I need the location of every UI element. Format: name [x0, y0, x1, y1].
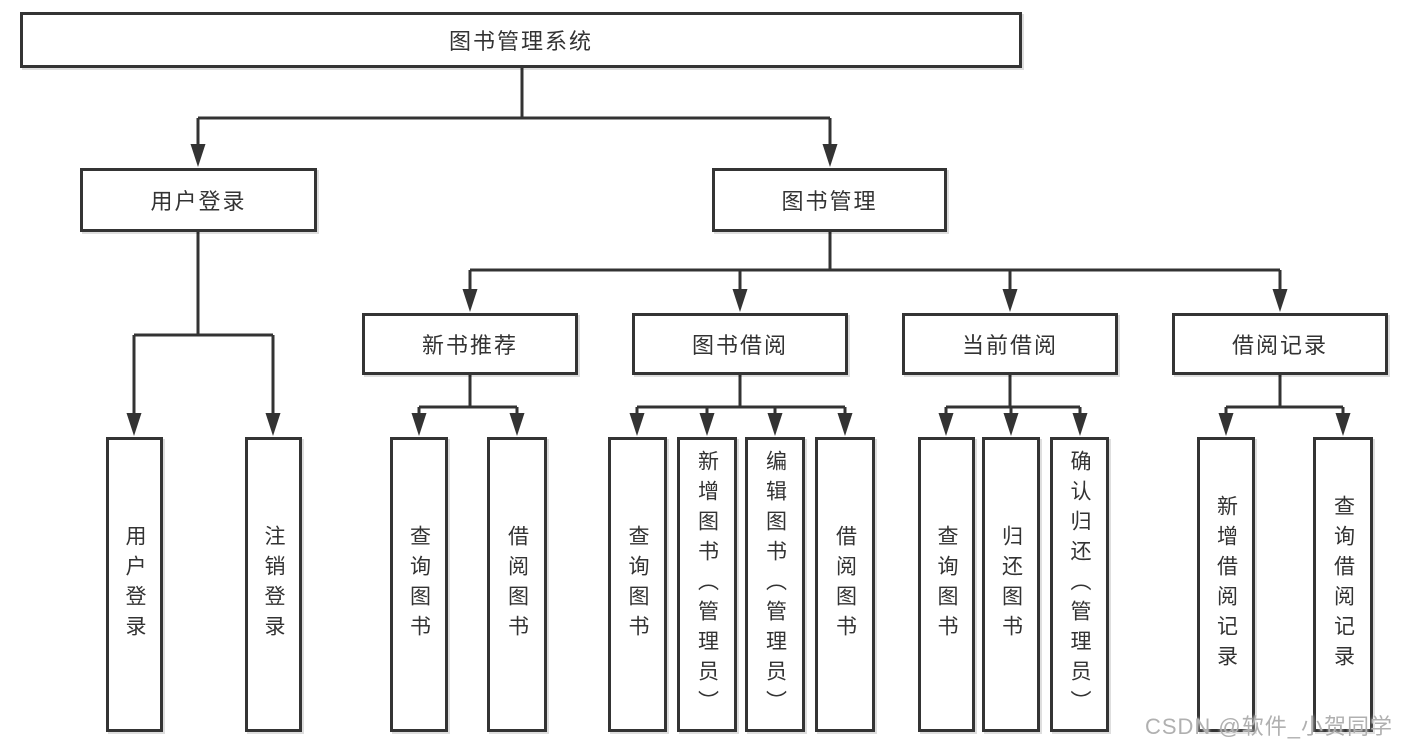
leaf-logout: 注销登录 [245, 437, 302, 732]
node-book-management-label: 图书管理 [781, 189, 878, 214]
leaf-edit-book-admin-label: 编辑图书（管理员） [763, 449, 787, 720]
leaf-add-book-admin-label: 新增图书（管理员） [695, 449, 719, 720]
node-current-borrow-label: 当前借阅 [961, 333, 1058, 358]
leaf-return-book-label: 归还图书 [999, 524, 1023, 645]
node-book-borrow-label: 图书借阅 [691, 333, 788, 358]
leaf-add-borrow-record: 新增借阅记录 [1197, 437, 1255, 732]
csdn-watermark: CSDN @软件_小贺同学 [1144, 714, 1393, 739]
node-new-book-recommend: 新书推荐 [362, 313, 578, 375]
node-borrow-records-label: 借阅记录 [1231, 333, 1328, 358]
connector-book-borrow-children [635, 375, 847, 416]
connector-new-book-children [417, 375, 519, 416]
connector-book-management-children [468, 232, 1282, 292]
leaf-query-books-recommend-label: 查询图书 [407, 524, 431, 645]
leaf-query-borrow-record-label: 查询借阅记录 [1331, 494, 1355, 675]
leaf-confirm-return-admin-label: 确认归还（管理员） [1068, 449, 1091, 720]
leaf-query-books-recommend: 查询图书 [390, 437, 448, 732]
leaf-borrow-books-recommend-label: 借阅图书 [505, 524, 529, 645]
connector-root-to-level2 [196, 67, 832, 146]
node-root: 图书管理系统 [20, 12, 1022, 68]
leaf-query-books-current: 查询图书 [918, 437, 975, 732]
leaf-return-book: 归还图书 [982, 437, 1040, 732]
node-book-management: 图书管理 [712, 168, 947, 232]
node-user-login-label: 用户登录 [150, 189, 247, 214]
node-root-label: 图书管理系统 [448, 29, 593, 54]
node-current-borrow: 当前借阅 [902, 313, 1118, 375]
leaf-add-borrow-record-label: 新增借阅记录 [1214, 494, 1238, 675]
node-new-book-recommend-label: 新书推荐 [421, 333, 518, 358]
connector-current-borrow-children [944, 375, 1082, 416]
leaf-borrow-books: 借阅图书 [815, 437, 875, 732]
connector-borrow-records-children [1224, 375, 1345, 416]
leaf-user-login-label: 用户登录 [123, 524, 146, 645]
node-book-borrow: 图书借阅 [632, 313, 848, 375]
leaf-query-books-borrow: 查询图书 [608, 437, 667, 732]
connector-user-login-children [132, 232, 275, 416]
leaf-query-books-borrow-label: 查询图书 [626, 524, 649, 645]
leaf-edit-book-admin: 编辑图书（管理员） [745, 437, 805, 732]
node-borrow-records: 借阅记录 [1172, 313, 1388, 375]
leaf-query-books-current-label: 查询图书 [935, 524, 958, 645]
node-user-login: 用户登录 [80, 168, 317, 232]
leaf-add-book-admin: 新增图书（管理员） [677, 437, 737, 732]
leaf-user-login: 用户登录 [106, 437, 163, 732]
leaf-borrow-books-label: 借阅图书 [833, 524, 857, 645]
leaf-borrow-books-recommend: 借阅图书 [487, 437, 547, 732]
leaf-confirm-return-admin: 确认归还（管理员） [1050, 437, 1109, 732]
leaf-logout-label: 注销登录 [262, 524, 285, 645]
leaf-query-borrow-record: 查询借阅记录 [1313, 437, 1373, 732]
